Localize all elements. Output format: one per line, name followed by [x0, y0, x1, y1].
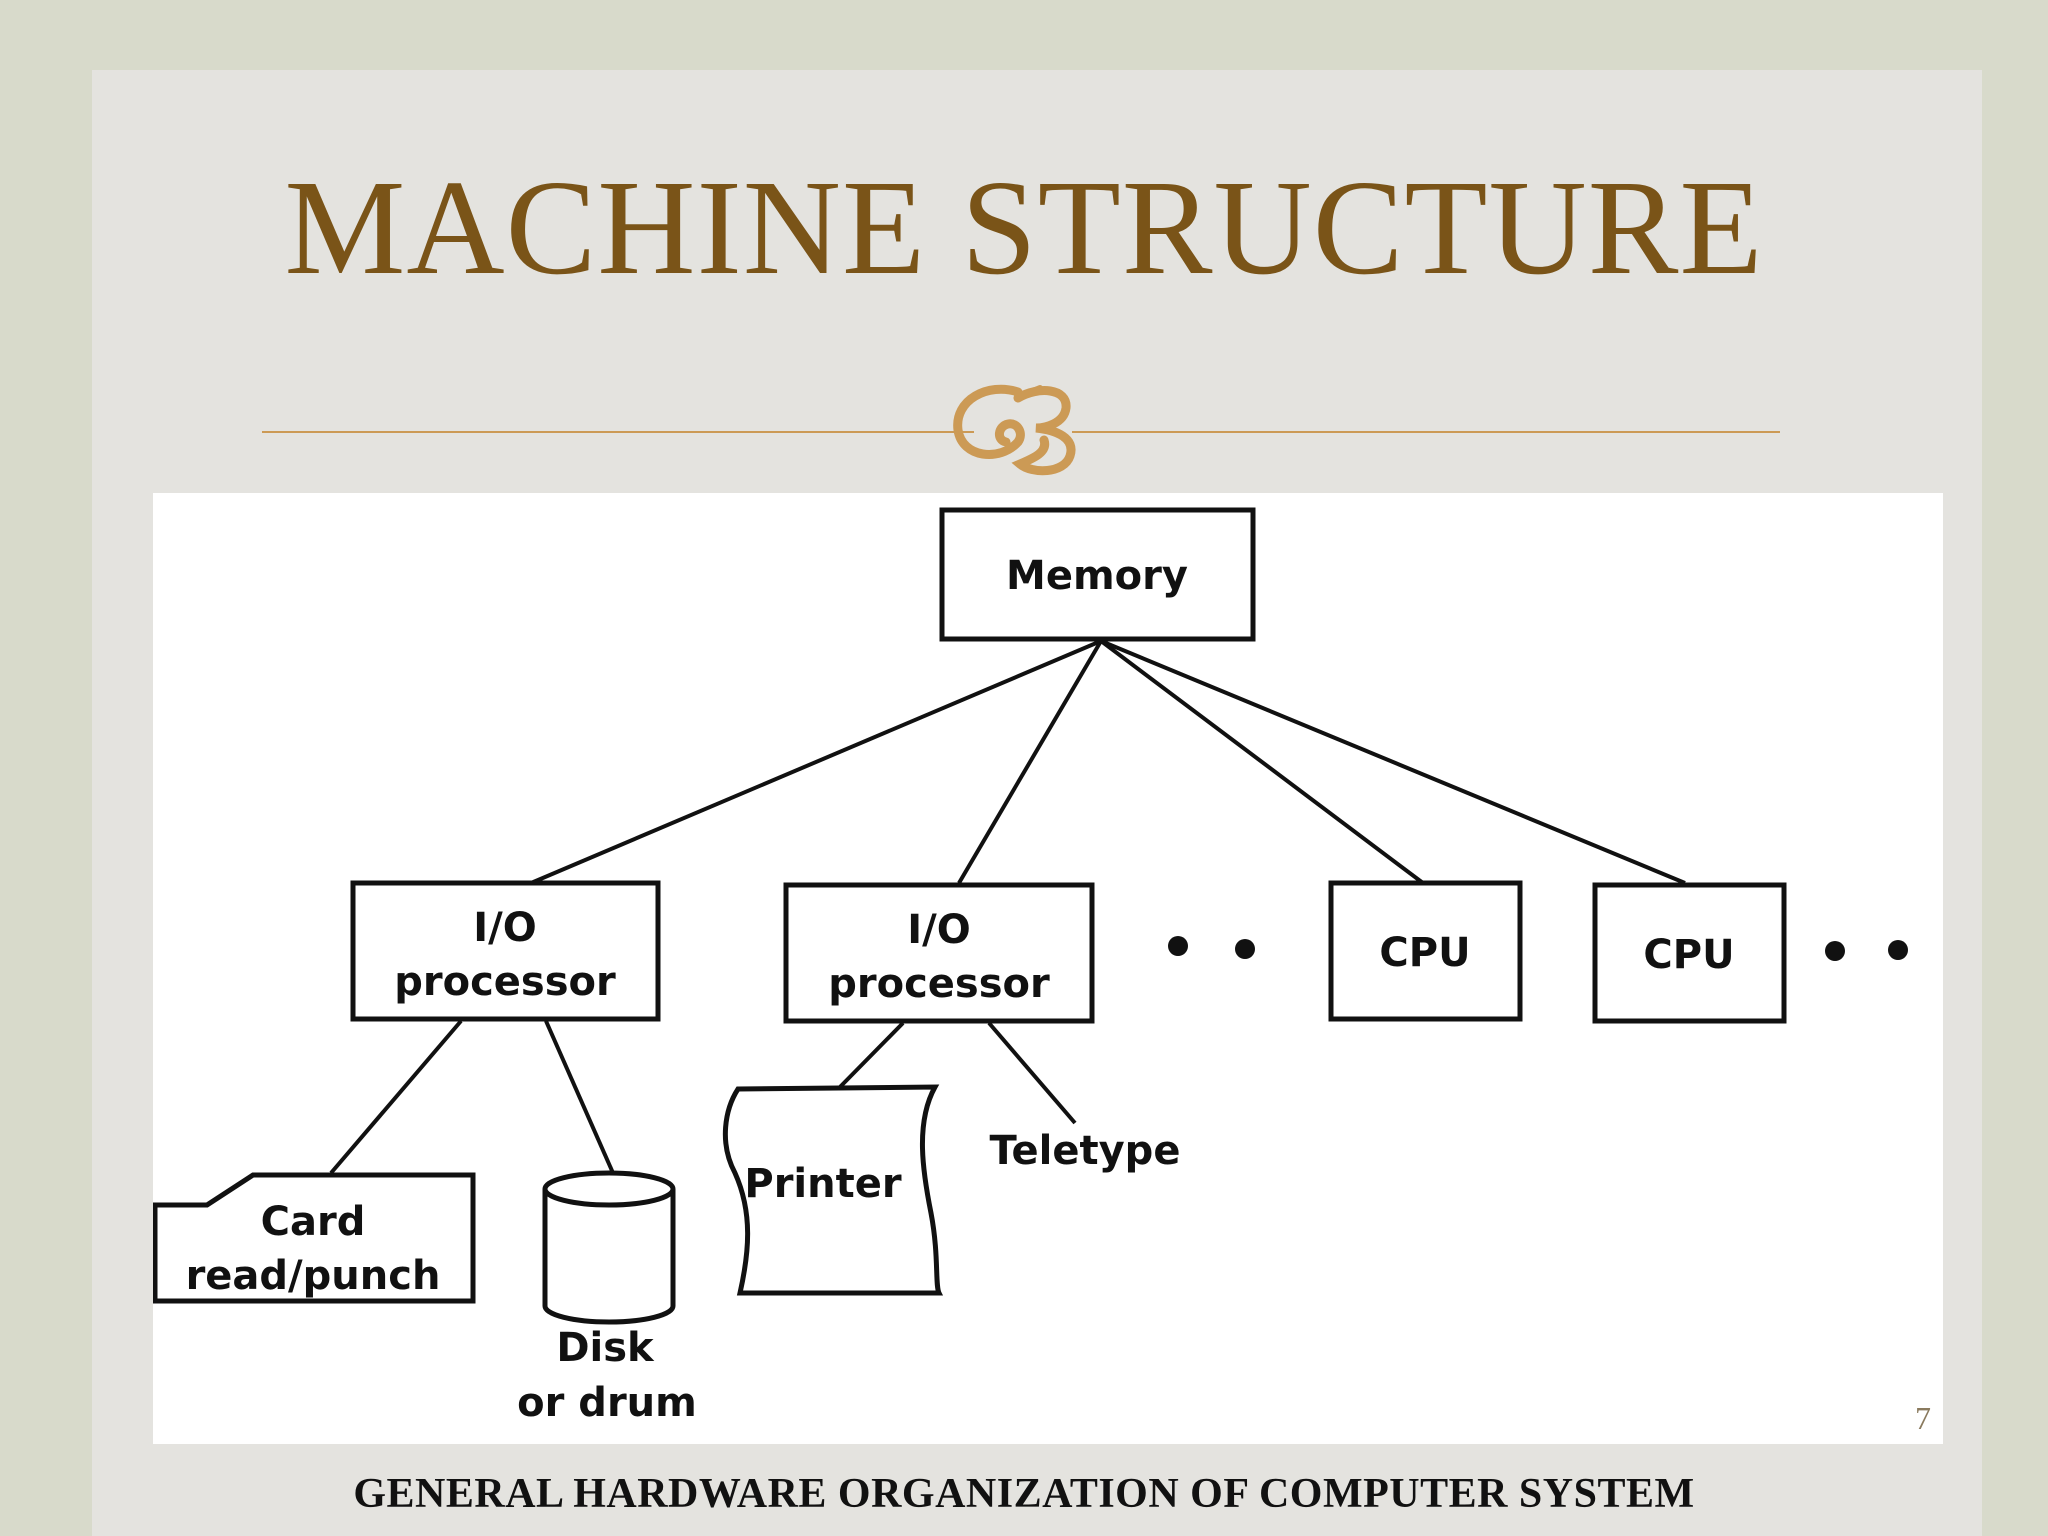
edge-memory-cpu2 — [1100, 639, 1686, 885]
edge-io1-disk — [544, 1020, 615, 1174]
ellipsis-dot — [1168, 936, 1188, 956]
disk-label-line1: Disk — [556, 1325, 655, 1371]
card-label-line1: Card — [261, 1199, 366, 1245]
edge-io2-printer — [837, 1021, 905, 1090]
memory-label: Memory — [1006, 553, 1188, 599]
io1-label-line2: processor — [394, 959, 616, 1005]
page-number: 7 — [1915, 1400, 1931, 1436]
hardware-organization-diagram: Memory I/O processor I/O processor CPU C… — [153, 493, 1943, 1444]
cpu1-label: CPU — [1379, 930, 1470, 976]
teletype-label: Teletype — [990, 1128, 1181, 1174]
ellipsis-dot — [1825, 941, 1845, 961]
cpu-box-2: CPU — [1592, 882, 1787, 1024]
ellipsis-dot — [1235, 939, 1255, 959]
io1-label-line1: I/O — [473, 905, 537, 951]
disk-label-line2: or drum — [517, 1380, 697, 1426]
figure-caption: GENERAL HARDWARE ORGANIZATION OF COMPUTE… — [353, 1471, 1695, 1517]
divider-line-right — [1072, 431, 1780, 433]
card-read-punch-shape: Card read/punch — [153, 1172, 476, 1304]
cpu-box-1: CPU — [1328, 880, 1523, 1022]
io-processor-box-1: I/O processor — [350, 880, 661, 1022]
memory-box: Memory — [939, 507, 1256, 642]
printer-shape: Printer — [722, 1084, 944, 1296]
edge-io1-card — [329, 1019, 463, 1175]
divider-line-left — [262, 431, 974, 433]
slide-title: MACHINE STRUCTURE — [284, 153, 1764, 303]
swash-ornament-icon — [948, 378, 1096, 478]
edge-memory-cpu1 — [1099, 639, 1425, 885]
ellipsis-dot — [1888, 940, 1908, 960]
cpu2-label: CPU — [1643, 932, 1734, 978]
io2-label-line1: I/O — [907, 907, 971, 953]
edge-memory-io1 — [530, 639, 1102, 885]
edge-io2-teletype — [987, 1021, 1077, 1125]
io2-label-line2: processor — [828, 961, 1050, 1007]
printer-label: Printer — [744, 1161, 901, 1207]
disk-drum-cylinder: Disk or drum — [517, 1170, 697, 1426]
edge-memory-io2 — [957, 639, 1103, 885]
card-label-line2: read/punch — [186, 1253, 441, 1299]
io-processor-box-2: I/O processor — [783, 882, 1095, 1024]
